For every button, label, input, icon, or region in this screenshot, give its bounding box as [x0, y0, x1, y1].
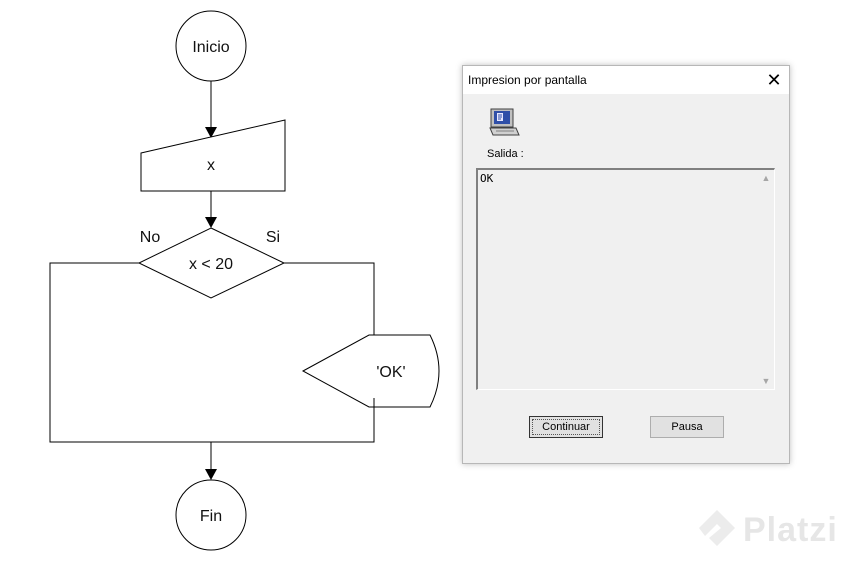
output-node — [301, 334, 440, 408]
connector-no-branch — [49, 262, 211, 443]
dialog-titlebar[interactable]: Impresion por pantalla ✕ — [463, 66, 789, 94]
flowchart-diagram: Inicio x x < 20 No Si 'OK' Fin — [49, 10, 440, 551]
input-label: x — [207, 157, 215, 174]
scroll-down-icon[interactable]: ▼ — [761, 376, 771, 386]
input-node — [140, 119, 286, 192]
scroll-up-icon[interactable]: ▲ — [761, 173, 771, 183]
yes-branch-label: Si — [266, 229, 280, 246]
dialog-title: Impresion por pantalla — [468, 73, 587, 87]
start-label: Inicio — [192, 39, 229, 56]
output-dialog: Impresion por pantalla ✕ Salida : OK ▲ ▼… — [462, 65, 790, 464]
close-icon[interactable]: ✕ — [766, 70, 782, 90]
end-node — [175, 479, 247, 551]
platzi-watermark: Platzi — [697, 508, 838, 552]
platzi-logo-icon — [699, 510, 735, 546]
output-textarea[interactable]: OK ▲ ▼ — [476, 168, 775, 390]
pause-button[interactable]: Pausa — [650, 416, 724, 438]
no-branch-label: No — [140, 229, 161, 246]
computer-icon — [489, 108, 520, 136]
arrowhead — [205, 469, 217, 480]
output-text: OK — [480, 172, 494, 185]
decision-node — [137, 227, 286, 299]
decision-label: x < 20 — [189, 256, 233, 273]
continue-button[interactable]: Continuar — [529, 416, 603, 438]
connector-output-merge — [211, 398, 375, 443]
watermark-text: Platzi — [743, 510, 838, 549]
salida-label: Salida : — [487, 148, 524, 160]
output-label: 'OK' — [376, 364, 405, 381]
connector-yes-branch — [284, 262, 375, 338]
end-label: Fin — [200, 508, 222, 525]
arrowhead — [205, 127, 217, 138]
arrowhead — [205, 217, 217, 228]
vertical-scrollbar[interactable]: ▲ ▼ — [758, 170, 774, 389]
